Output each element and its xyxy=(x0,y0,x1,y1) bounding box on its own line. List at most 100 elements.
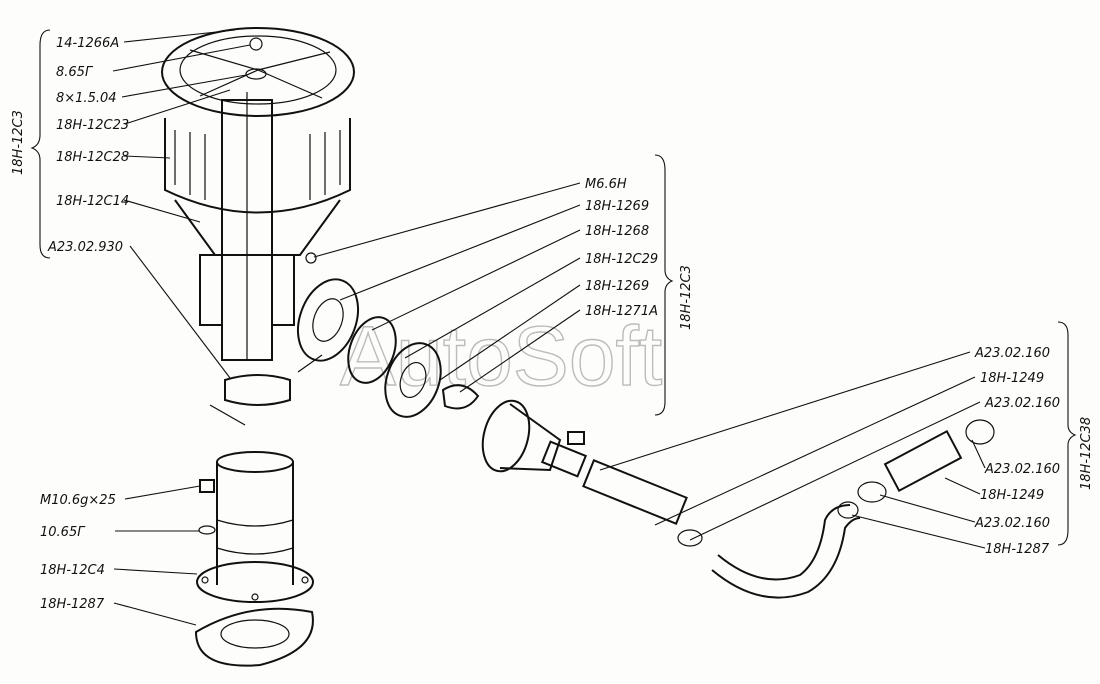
funnel-body xyxy=(499,403,562,472)
funnel-flange xyxy=(481,399,531,473)
leader-line xyxy=(112,44,251,72)
tube-side-left xyxy=(199,254,223,326)
leader-line xyxy=(313,182,581,258)
label-part: 18Н-12С4 xyxy=(40,563,105,578)
housing-cone xyxy=(174,199,341,256)
leader-lines xyxy=(112,29,986,626)
label-part: 18Н-12С29 xyxy=(585,252,658,267)
flange-plate-1-bore xyxy=(312,298,344,342)
flange-stack xyxy=(297,252,480,418)
part-labels: 14-1266А 8.65Г 8×1.5.04 18Н-12С23 18Н-12… xyxy=(40,36,1060,612)
leader-line xyxy=(123,155,171,159)
label-part: А23.02.160 xyxy=(984,396,1060,411)
label-part: 8×1.5.04 xyxy=(56,91,117,106)
leader-line xyxy=(124,485,201,500)
label-part: 10.65Г xyxy=(40,525,86,540)
leader-line xyxy=(371,229,581,331)
leader-line xyxy=(944,477,981,495)
gasket-bore xyxy=(220,619,290,649)
group-title-right: 18Н-12С38 xyxy=(1079,417,1094,490)
group-brackets: 18Н-12С3 18Н-12С3 18Н-12С38 xyxy=(11,29,1094,546)
intake-pipe-assembly xyxy=(194,451,314,667)
air-cleaner-assembly xyxy=(161,27,355,426)
flange-plate-1 xyxy=(297,278,359,362)
label-part: А23.02.160 xyxy=(974,516,1050,531)
cover-rib xyxy=(199,69,259,97)
clamp-ring xyxy=(441,384,480,410)
group-title-middle: 18Н-12С3 xyxy=(679,265,694,330)
hose-clamp-4 xyxy=(965,419,995,445)
label-part: 18Н-1249 xyxy=(980,371,1044,386)
bolt-small xyxy=(567,431,585,445)
leader-line xyxy=(689,401,981,541)
flange-plate-2 xyxy=(347,316,397,384)
tube-side-right xyxy=(271,254,295,326)
hose-clamp-top xyxy=(224,374,291,406)
leader-line xyxy=(124,89,231,125)
leader-line xyxy=(654,376,976,526)
flange-hole xyxy=(201,576,209,584)
label-part: 18Н-1269 xyxy=(585,279,649,294)
leader-line xyxy=(121,74,247,98)
label-part: 18Н-1269 xyxy=(585,199,649,214)
label-part: 18Н-1249 xyxy=(980,488,1044,503)
label-part: А23.02.160 xyxy=(974,346,1050,361)
leader-line xyxy=(113,568,198,575)
leader-line xyxy=(123,199,201,223)
leader-line xyxy=(459,309,581,393)
hose-clamp xyxy=(677,529,703,547)
cover-rib xyxy=(257,69,323,99)
label-part: 18Н-1287 xyxy=(985,542,1050,557)
label-part: А23.02.160 xyxy=(984,462,1060,477)
washer xyxy=(245,68,267,80)
nut-m6 xyxy=(305,252,317,264)
wing-nut xyxy=(249,37,263,51)
leader-line xyxy=(404,257,581,359)
cover-rib xyxy=(257,51,331,71)
pipe-top-rim xyxy=(216,451,294,473)
leader-line xyxy=(879,494,976,523)
label-part: 18Н-1268 xyxy=(585,224,649,239)
filter-element xyxy=(174,130,341,200)
group-title-left: 18Н-12С3 xyxy=(11,110,26,175)
filter-housing xyxy=(164,118,351,214)
bent-pipe xyxy=(717,504,851,581)
label-part: М6.6Н xyxy=(585,177,627,192)
label-part: 14-1266А xyxy=(56,36,119,51)
label-part: 18Н-12С23 xyxy=(56,118,129,133)
cover-rib xyxy=(189,49,259,71)
watermark: AutoSoft xyxy=(340,309,662,403)
rubber-sleeve xyxy=(582,458,688,526)
label-part: 18Н-1287 xyxy=(40,597,105,612)
bracket-right xyxy=(1057,321,1077,546)
leader-line xyxy=(599,351,971,471)
bent-pipe-inner xyxy=(711,517,861,599)
spring-washer xyxy=(198,525,216,535)
cleaner-cover xyxy=(161,27,355,117)
label-part: А23.02.930 xyxy=(47,240,123,255)
leader-line xyxy=(123,29,236,43)
leader-line xyxy=(113,602,197,626)
pipe-beads xyxy=(216,519,294,555)
cover-inner-rim xyxy=(179,35,337,105)
bracket-middle xyxy=(654,154,674,416)
leader-line xyxy=(851,514,986,549)
label-part: 18Н-1271А xyxy=(585,304,658,319)
label-part: 8.65Г xyxy=(56,65,94,80)
bolt-m10 xyxy=(199,479,215,493)
flange-hole xyxy=(301,576,309,584)
hose-clamp-2 xyxy=(837,501,859,519)
leader-line xyxy=(971,439,986,469)
rubber-hose xyxy=(883,429,963,493)
label-part: 18Н-12С14 xyxy=(56,194,129,209)
pin xyxy=(297,354,323,373)
label-part: 18Н-12С28 xyxy=(56,150,129,165)
clamp-bolt xyxy=(209,404,246,426)
bracket-left xyxy=(30,29,51,259)
flange-plate-3-bore xyxy=(399,361,427,399)
flange-hole xyxy=(251,593,259,601)
leader-line xyxy=(439,284,581,381)
label-part: М10.6g×25 xyxy=(40,493,116,508)
pipe-flange xyxy=(196,561,314,603)
